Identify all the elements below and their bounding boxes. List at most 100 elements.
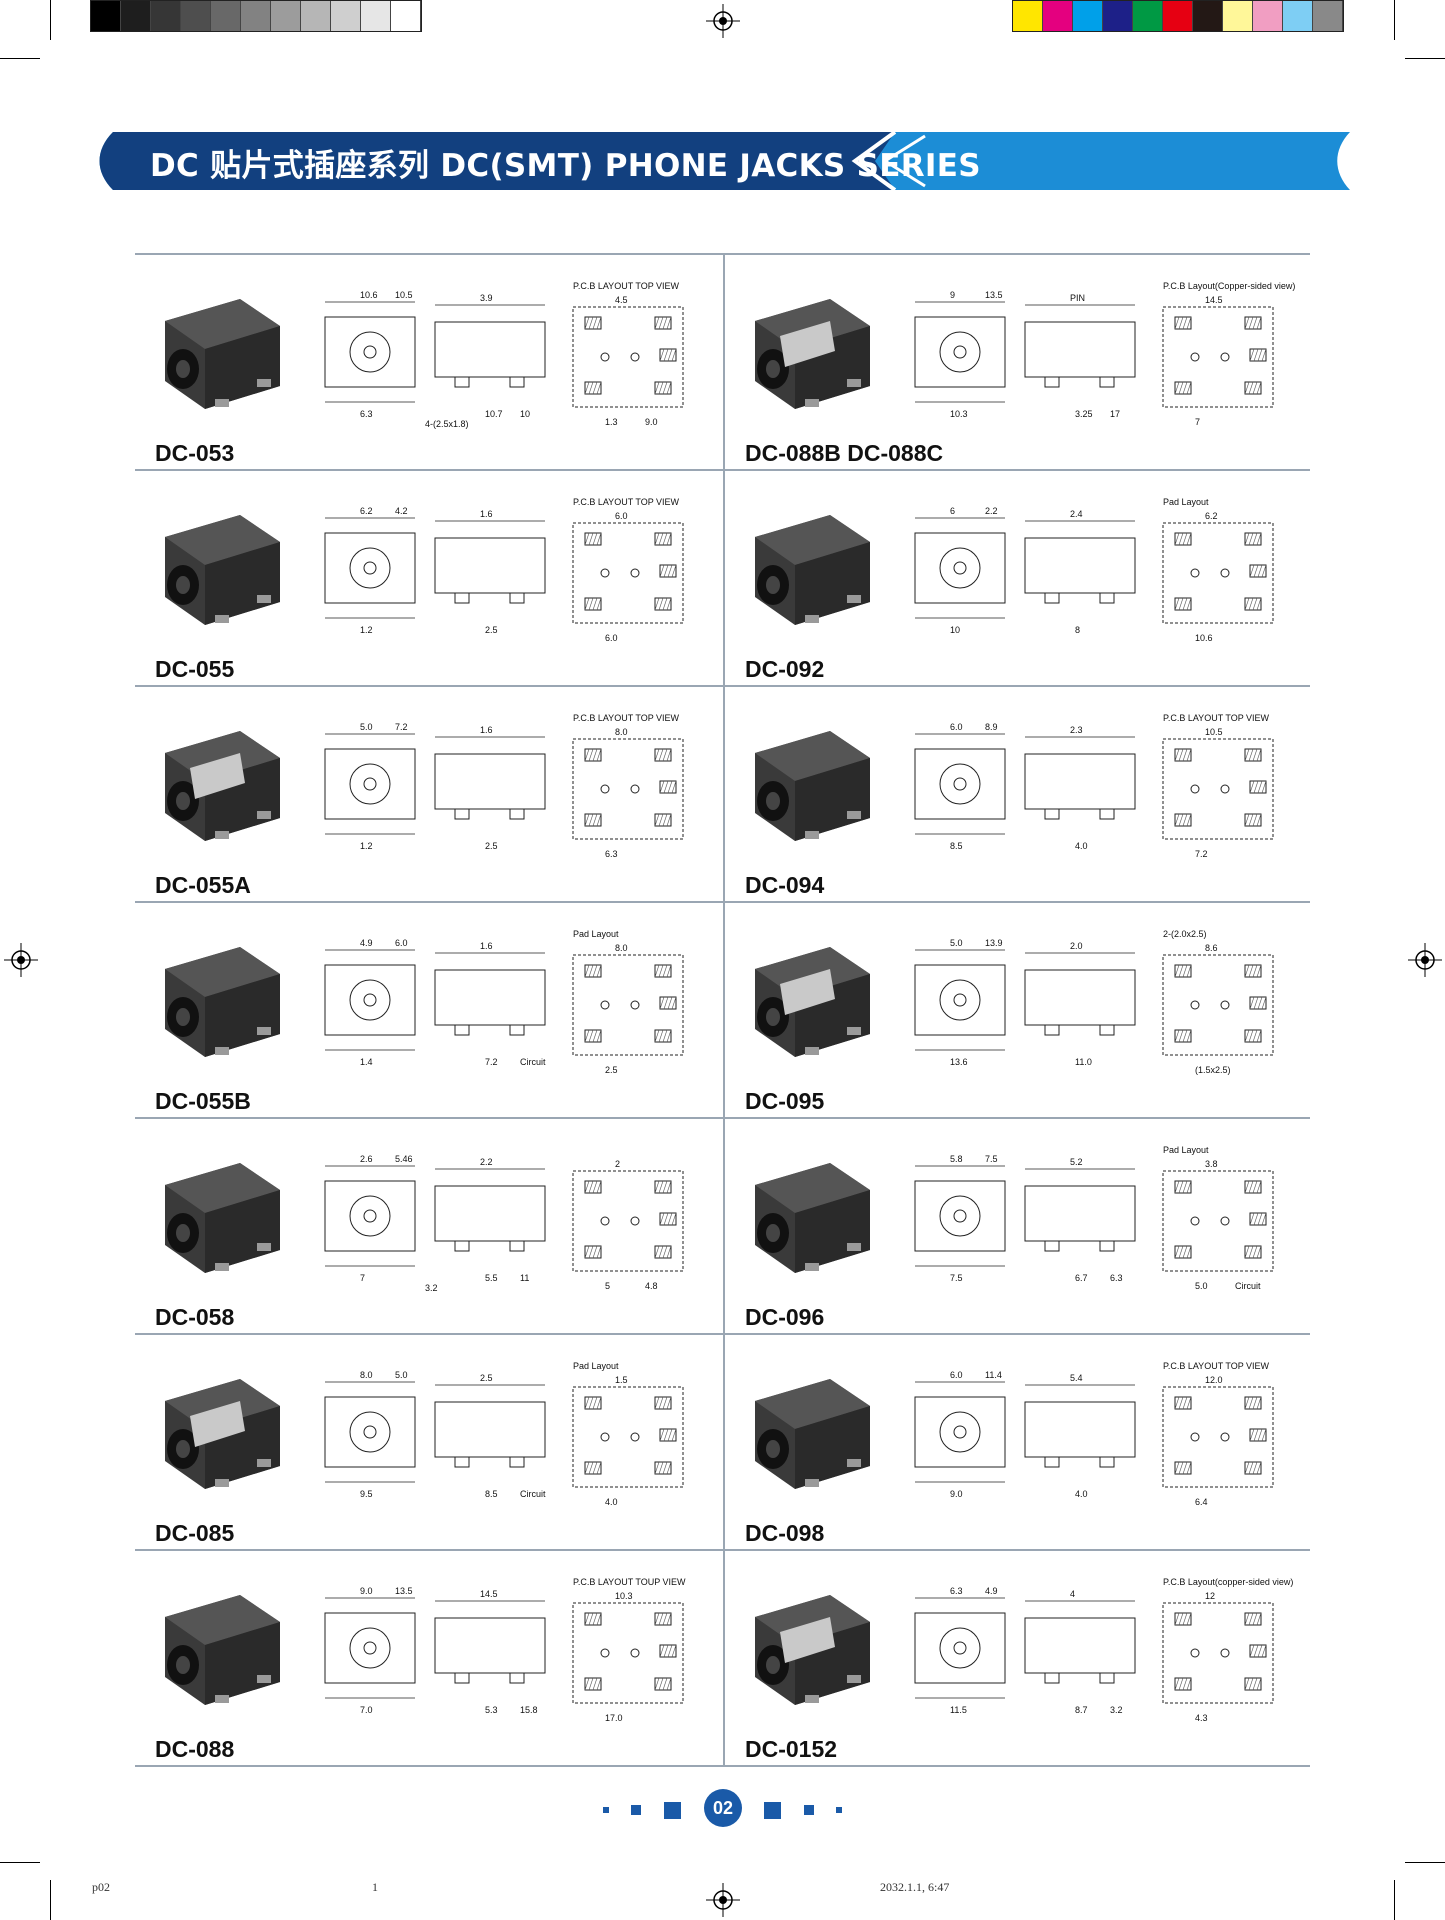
dimension-label: 10.6 (1195, 633, 1213, 643)
dimension-label: 12.0 (1205, 1375, 1223, 1385)
dimension-label: 4.0 (1075, 841, 1088, 851)
crop-mark (50, 0, 51, 40)
dimension-label: 6.0 (395, 938, 408, 948)
product-photo (755, 515, 870, 625)
dimension-label: 5.2 (1070, 1157, 1083, 1167)
dimension-label: 1.5 (615, 1375, 628, 1385)
model-label: DC-058 (155, 1304, 235, 1330)
dimension-label: 7.0 (360, 1705, 373, 1715)
dimension-label: 2 (615, 1159, 620, 1169)
model-label: DC-085 (155, 1520, 235, 1546)
dimension-label: 14.5 (1205, 295, 1223, 305)
product-photo (755, 1595, 870, 1705)
crop-mark (1394, 1880, 1395, 1920)
layout-label: Pad Layout (1163, 1145, 1209, 1155)
dimension-label: 9.0 (645, 417, 658, 427)
footer-code: p02 (92, 1880, 110, 1894)
dimension-label: 5 (605, 1281, 610, 1291)
color-swatch (1013, 1, 1043, 31)
product-photo (165, 515, 280, 625)
dimension-label: 7 (1195, 417, 1200, 427)
dimension-label: 13.6 (950, 1057, 968, 1067)
dimension-label: 2.6 (360, 1154, 373, 1164)
product-photo (165, 1379, 280, 1489)
layout-label: P.C.B LAYOUT TOP VIEW (573, 497, 680, 507)
color-swatch (181, 1, 211, 31)
product-photo (165, 1595, 280, 1705)
dimension-label: Circuit (1235, 1281, 1261, 1291)
dimension-label: 7.2 (485, 1057, 498, 1067)
model-label: DC-088 (155, 1736, 235, 1762)
dimension-label: 8.0 (615, 727, 628, 737)
product-photo (165, 731, 280, 841)
model-label: DC-0152 (745, 1736, 838, 1762)
dimension-label: 11.4 (985, 1370, 1002, 1380)
registration-mark-icon (1408, 943, 1442, 977)
dimension-label: 10.7 (485, 409, 503, 419)
registration-mark-icon (706, 4, 740, 38)
color-swatch (241, 1, 271, 31)
layout-label: Pad Layout (573, 929, 619, 939)
dimension-label: 5.5 (485, 1273, 498, 1283)
dimension-label: 2.2 (480, 1157, 493, 1167)
dimension-label: 1.6 (480, 941, 493, 951)
dimension-label: 15.8 (520, 1705, 538, 1715)
color-swatch (1163, 1, 1193, 31)
footer-sheet: 1 (372, 1880, 378, 1894)
dimension-label: 8.5 (950, 841, 963, 851)
dimension-label: 6.0 (950, 722, 963, 732)
dimension-label: 2.4 (1070, 509, 1083, 519)
dimension-label: 4 (1070, 1589, 1075, 1599)
dimension-label: 8 (1075, 625, 1080, 635)
dimension-label: 10.3 (615, 1591, 633, 1601)
dimension-label: 6.2 (1205, 511, 1218, 521)
dimension-label: 4.3 (1195, 1713, 1208, 1723)
dimension-label: 6.3 (605, 849, 618, 859)
color-swatch (1043, 1, 1073, 31)
product-photo (165, 1163, 280, 1273)
dimension-label: 6.3 (360, 409, 373, 419)
footer-timestamp: 2032.1.1, 6:47 (880, 1880, 950, 1894)
model-label: DC-095 (745, 1088, 825, 1114)
grid-row-divider (135, 1549, 1310, 1551)
dimension-label: 13.5 (985, 290, 1003, 300)
page-number-badge: 02 (704, 1789, 742, 1827)
registration-mark-icon (706, 1883, 740, 1917)
dimension-label: 10.3 (950, 409, 968, 419)
dimension-label: 10.5 (395, 290, 413, 300)
color-swatch (91, 1, 121, 31)
color-swatch (391, 1, 421, 31)
color-swatch (1253, 1, 1283, 31)
crop-mark (1394, 0, 1395, 40)
color-swatch (301, 1, 331, 31)
crop-mark (0, 1862, 40, 1863)
dimension-label: 12 (1205, 1591, 1215, 1601)
product-photo (755, 299, 870, 409)
dimension-label: 14.5 (480, 1589, 498, 1599)
crop-mark (0, 58, 40, 59)
dimension-label: 2.0 (1070, 941, 1083, 951)
dimension-label: 9 (950, 290, 955, 300)
color-swatch (211, 1, 241, 31)
crop-mark (1405, 1862, 1445, 1863)
product-photo (755, 1163, 870, 1273)
dimension-label: 8.0 (615, 943, 628, 953)
dimension-label: 2.5 (605, 1065, 618, 1075)
dimension-label: 5.46 (395, 1154, 413, 1164)
product-photo (755, 947, 870, 1057)
dimension-label: 17.0 (605, 1713, 623, 1723)
